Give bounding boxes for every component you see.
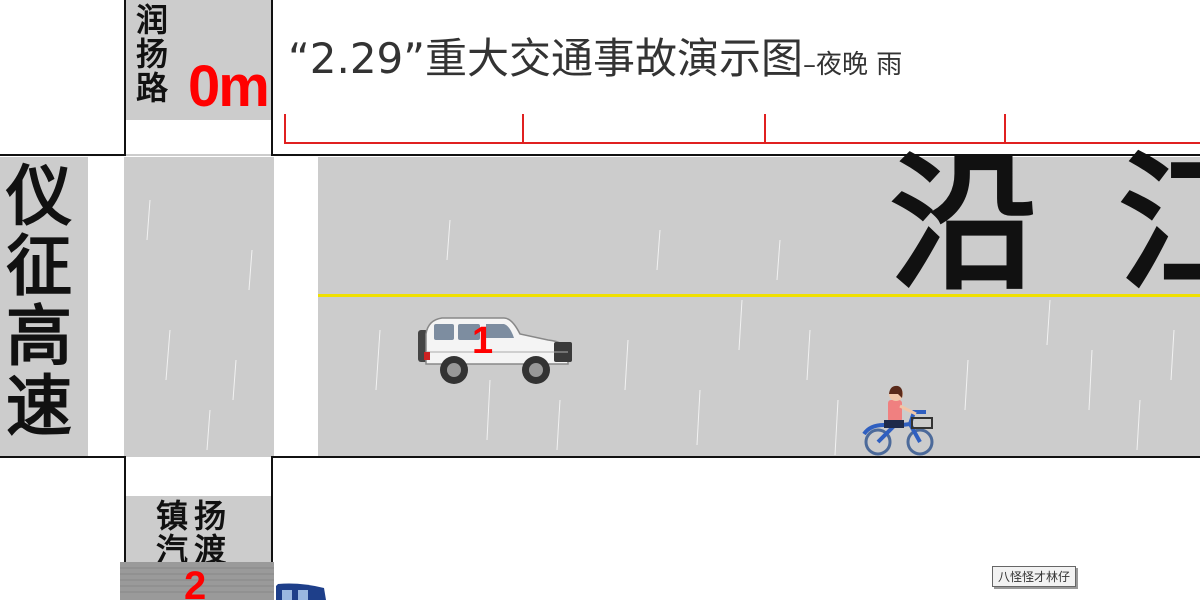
suv-icon — [418, 317, 572, 384]
scale-tick — [764, 114, 766, 144]
west-road-char: 仪 — [6, 158, 72, 235]
south-street-right-edge — [271, 456, 273, 600]
south-street-char: 扬 — [194, 497, 227, 535]
scale-tick — [522, 114, 524, 144]
main-road-char: 沿 — [890, 138, 1118, 310]
main-road-crosswalk — [274, 157, 318, 457]
title-main: “2.29”重大交通事故演示图 — [288, 34, 804, 83]
south-street-char: 汽 — [156, 531, 189, 569]
south-street-char: 渡 — [194, 531, 227, 569]
main-road-char: 江 — [1118, 138, 1200, 310]
vehicle-1: 1 — [416, 312, 576, 392]
north-street-crosswalk — [126, 120, 271, 154]
north-street-char: 路 — [136, 69, 169, 107]
watermark: 八怪怪才林仔 — [992, 566, 1077, 587]
north-street-left-edge — [124, 0, 126, 156]
cyclist — [860, 384, 936, 460]
vehicle-2: 2 — [120, 562, 330, 600]
distance-label: 0m — [188, 54, 270, 119]
south-street-left-edge — [124, 456, 126, 600]
north-street-char: 扬 — [136, 35, 169, 73]
road-edge-bottom-left — [0, 456, 126, 458]
title-suffix: –夜晚 雨 — [803, 50, 903, 80]
page-title: “2.29”重大交通事故演示图–夜晚 雨 — [288, 38, 902, 80]
west-road-name: 仪 征 高 速 — [6, 164, 72, 440]
west-road-char: 速 — [6, 368, 72, 445]
north-street-name: 润 扬 路 — [136, 4, 168, 104]
distance-scale — [284, 142, 1200, 144]
north-street-char: 润 — [136, 1, 169, 39]
scale-tick — [1004, 114, 1006, 144]
truck-icon — [120, 562, 326, 600]
south-street-name-col2: 扬 渡 — [194, 500, 226, 566]
scale-tick — [284, 114, 286, 144]
west-road-char: 高 — [6, 298, 72, 375]
road-edge-bottom-right — [272, 456, 1200, 458]
west-road-char: 征 — [6, 228, 72, 305]
bicycle-rider-icon — [862, 385, 934, 456]
west-road-surface — [0, 157, 88, 457]
vehicle-1-number: 1 — [472, 320, 494, 362]
north-street-right-edge — [271, 0, 273, 156]
vehicle-2-number: 2 — [184, 564, 207, 600]
main-road-name: 沿江 — [890, 150, 1200, 298]
center-line — [318, 294, 1200, 297]
south-street-char: 镇 — [156, 497, 189, 535]
road-edge-top-left — [0, 154, 126, 156]
south-street-name-col1: 镇 汽 — [156, 500, 188, 566]
west-road-shoulder — [88, 157, 124, 457]
road-edge-top-right — [272, 154, 1200, 156]
